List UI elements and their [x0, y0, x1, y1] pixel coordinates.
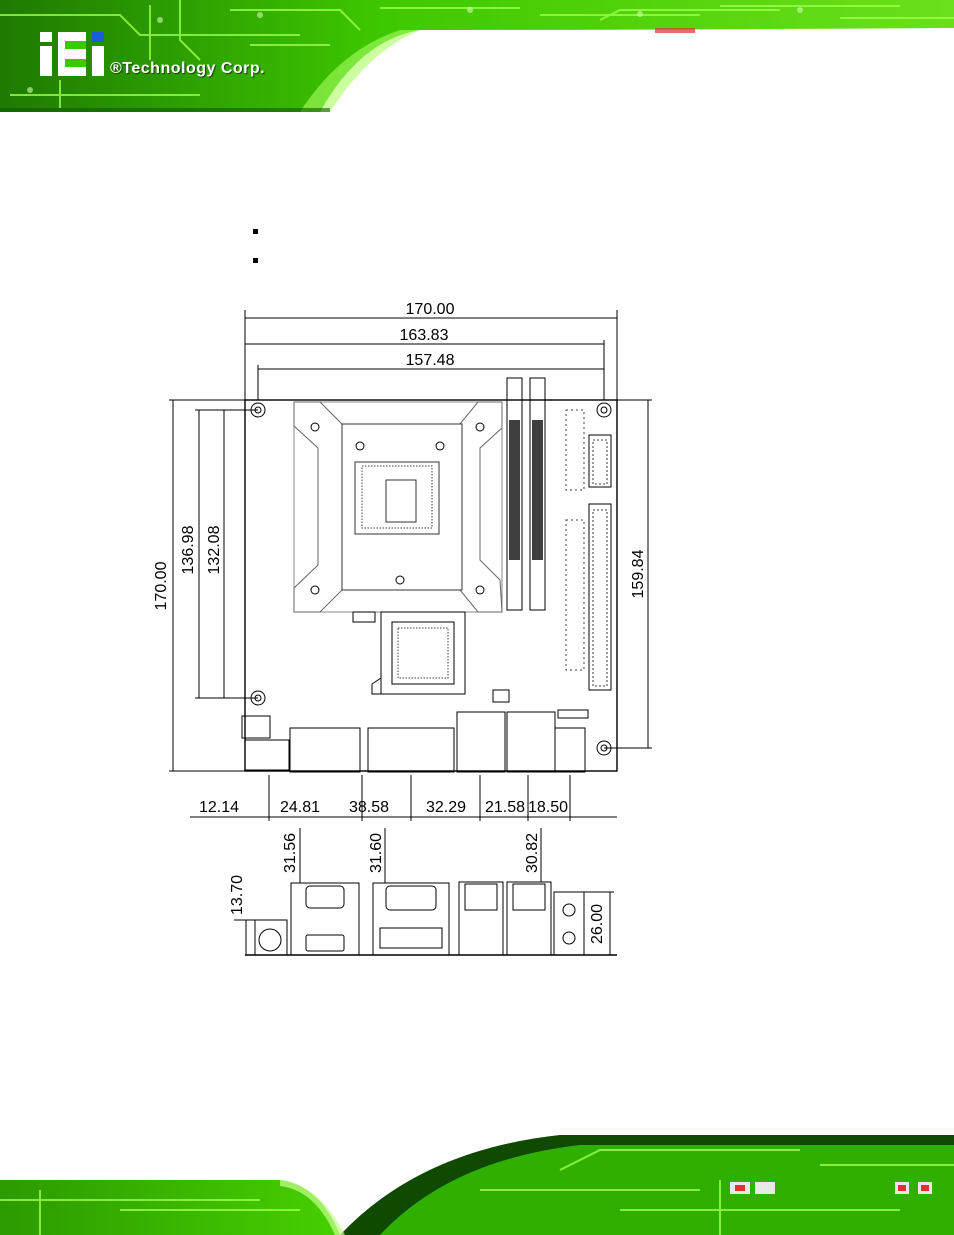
footer-banner: [0, 1135, 954, 1235]
dim-offset-2: 24.81: [280, 799, 320, 816]
dim-io-height-5: 26.00: [589, 904, 606, 944]
dim-top-hole-span: 163.83: [400, 327, 449, 344]
dim-left-hole-2: 132.08: [206, 525, 223, 574]
dim-offset-6: 18.50: [528, 799, 568, 816]
dim-io-height-3: 31.60: [368, 833, 385, 873]
dim-io-height-2: 31.56: [282, 833, 299, 873]
iei-logo-icon: [40, 32, 104, 76]
bullet-2: [253, 258, 258, 263]
dim-offset-4: 32.29: [426, 799, 466, 816]
dim-offset-3: 38.58: [349, 799, 389, 816]
header-banner: [0, 0, 954, 112]
iei-logo: [38, 30, 108, 83]
dim-io-height-1: 13.70: [229, 875, 246, 915]
bullet-1: [253, 229, 258, 234]
company-name: ®Technology Corp.: [110, 60, 266, 77]
dim-left-height: 170.00: [153, 561, 170, 610]
dim-offset-1: 12.14: [199, 799, 239, 816]
dim-top-hole-span-inner: 157.48: [406, 352, 455, 369]
dim-io-height-4: 30.82: [524, 833, 541, 873]
dim-offset-5: 21.58: [485, 799, 525, 816]
dim-right-height: 159.84: [630, 549, 647, 598]
dim-left-hole-1: 136.98: [180, 525, 197, 574]
dim-top-width: 170.00: [406, 301, 455, 318]
